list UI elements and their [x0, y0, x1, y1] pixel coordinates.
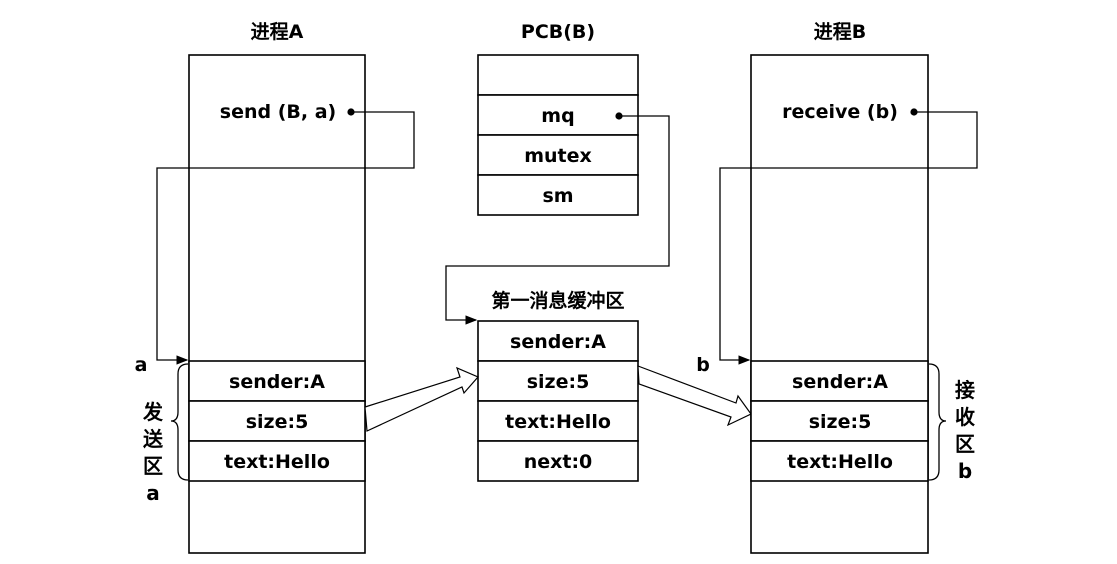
send-region-row-size	[188, 400, 366, 442]
send-region-sender: sender:A	[229, 371, 325, 393]
receive-region-marker-b: b	[696, 354, 710, 376]
send-region-brace	[170, 363, 189, 481]
process-a-send-call: send (B, a)	[220, 101, 336, 123]
receive-region-size: size:5	[809, 411, 872, 433]
process-b-title: 进程B	[814, 21, 866, 43]
pcb-b-title: PCB(B)	[521, 21, 595, 43]
pcb-b: PCB(B) mq mutex sm	[445, 21, 670, 325]
receive-caption-char-3: 区	[955, 432, 975, 456]
buffer-row-next	[477, 440, 639, 482]
message-buffer-title: 第一消息缓冲区	[491, 289, 624, 312]
send-region-size: size:5	[246, 411, 309, 433]
send-region-text: text:Hello	[224, 451, 330, 473]
receive-caption-char-1: 接	[955, 378, 975, 402]
buffer-row-size	[477, 360, 639, 402]
send-region-caption: 发 送 区 a	[142, 400, 164, 505]
process-a: 进程A send (B, a) sender:A size:5 text:Hel…	[135, 21, 415, 554]
receive-region-brace	[928, 363, 947, 481]
copy-arrow-send-to-buffer	[364, 366, 479, 432]
pcb-b-field-mutex: mutex	[524, 145, 592, 167]
send-caption-char-2: 送	[143, 427, 164, 451]
pcb-b-row-mutex	[477, 134, 639, 176]
pcb-b-field-sm: sm	[542, 185, 573, 207]
process-a-title: 进程A	[251, 21, 304, 43]
receive-region-row-sender	[750, 360, 929, 402]
buffer-next: next:0	[524, 451, 593, 473]
buffer-text: text:Hello	[505, 411, 611, 433]
mq-pointer-connector	[445, 115, 670, 325]
receive-pointer-connector	[719, 111, 978, 365]
pcb-b-field-mq: mq	[541, 105, 574, 127]
buffer-sender: sender:A	[510, 331, 606, 353]
receive-caption-char-4: b	[958, 459, 972, 483]
send-caption-char-4: a	[146, 481, 160, 505]
process-b: 进程B receive (b) sender:A size:5 text:Hel…	[696, 21, 978, 554]
send-caption-char-3: 区	[143, 454, 163, 478]
process-b-receive-call: receive (b)	[782, 101, 898, 123]
receive-region-row-text	[750, 440, 929, 482]
send-caption-char-1: 发	[142, 400, 164, 424]
receive-caption-char-2: 收	[955, 405, 975, 429]
buffer-row-text	[477, 400, 639, 442]
receive-region-text: text:Hello	[787, 451, 893, 473]
pcb-b-row-empty	[477, 54, 639, 96]
copy-arrow-buffer-to-receive	[637, 365, 752, 427]
receive-region-caption: 接 收 区 b	[955, 378, 975, 483]
send-region-marker-a: a	[135, 354, 148, 376]
send-pointer-connector	[156, 111, 415, 365]
send-region-row-text	[188, 440, 366, 482]
pcb-b-row-sm	[477, 174, 639, 216]
message-buffer: 第一消息缓冲区 sender:A size:5 text:Hello next:…	[477, 289, 639, 482]
receive-region-row-size	[750, 400, 929, 442]
buffer-size: size:5	[527, 371, 590, 393]
buffer-row-sender	[477, 320, 639, 362]
receive-region-sender: sender:A	[792, 371, 888, 393]
